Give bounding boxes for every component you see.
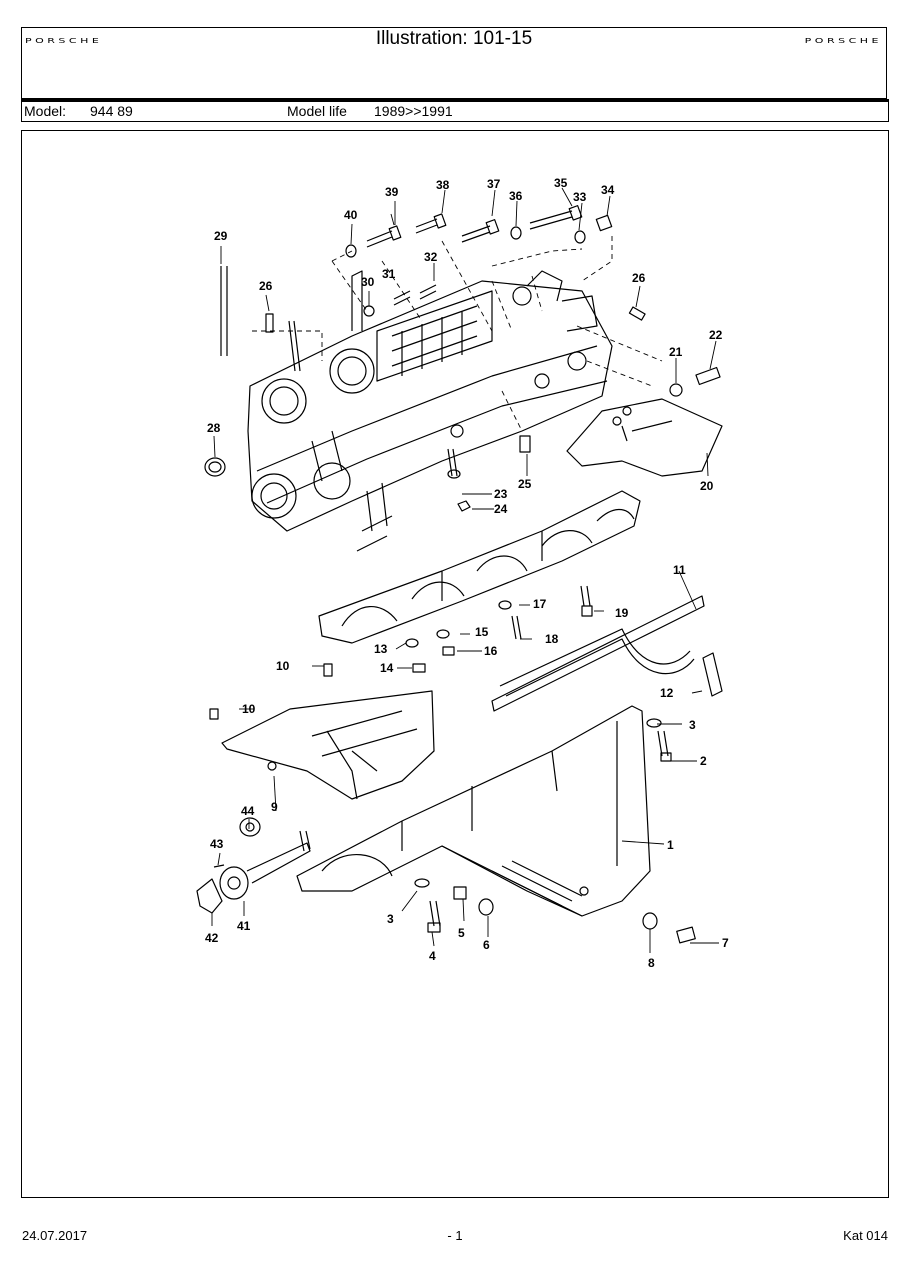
callout-13: 13	[374, 642, 388, 656]
footer-page-number: - 1	[447, 1228, 463, 1243]
top-bolt-set	[345, 205, 613, 317]
oil-pan-1-drawing	[296, 705, 651, 917]
callout-12: 12	[660, 686, 674, 700]
seal-28	[204, 457, 226, 477]
header-box: PORSCHE Illustration: 101-15 PORSCHE	[21, 27, 887, 99]
assembly-guide-lines	[252, 236, 663, 432]
callout-20: 20	[700, 479, 714, 493]
stud-upper	[288, 320, 301, 372]
callout-1: 1	[667, 838, 674, 852]
callout-23: 23	[494, 487, 508, 501]
illustration-frame: 1 2 3 3 4 5 6 7 8 9 10 10 11 12 13 14 15…	[21, 130, 889, 1198]
callout-3-upper: 3	[689, 718, 696, 732]
cylinder-head-drawing	[247, 270, 613, 552]
callout-25: 25	[518, 477, 532, 491]
footer-catalog: Kat 014	[843, 1228, 888, 1243]
bolt-4	[429, 900, 441, 927]
callout-6: 6	[483, 938, 490, 952]
callout-2: 2	[700, 754, 707, 768]
callout-17: 17	[533, 597, 547, 611]
callout-26-left: 26	[259, 279, 273, 293]
callout-40: 40	[344, 208, 358, 222]
callout-32: 32	[424, 250, 438, 264]
callout-26-right: 26	[632, 271, 646, 285]
drain-plug-7	[676, 926, 696, 944]
callout-39: 39	[385, 185, 399, 199]
model-value: 944 89	[90, 103, 133, 119]
bolt-2	[657, 730, 669, 757]
callout-41: 41	[237, 919, 251, 933]
dowel-26-right	[628, 306, 646, 321]
callout-35: 35	[554, 176, 568, 190]
callout-11: 11	[673, 563, 686, 577]
callout-7: 7	[722, 936, 729, 950]
callout-33: 33	[573, 190, 587, 204]
model-life-label: Model life	[287, 103, 347, 119]
gasket-11-drawing	[491, 595, 705, 712]
callout-31: 31	[382, 267, 396, 281]
illustration-title: Illustration: 101-15	[375, 28, 533, 49]
callout-19: 19	[615, 606, 629, 620]
washer-13	[405, 638, 419, 648]
washer-3-upper	[646, 718, 662, 728]
callout-15: 15	[475, 625, 489, 639]
exploded-parts-diagram: 1 2 3 3 4 5 6 7 8 9 10 10 11 12 13 14 15…	[196, 176, 729, 970]
leader-lines	[211, 187, 719, 953]
callout-38: 38	[436, 178, 450, 192]
stud-29	[220, 266, 228, 356]
washer-3-lower	[414, 878, 430, 888]
callout-8: 8	[648, 956, 655, 970]
callout-4: 4	[429, 949, 436, 963]
callout-16: 16	[484, 644, 498, 658]
callout-34: 34	[601, 183, 615, 197]
washer-15	[436, 629, 450, 639]
callout-21: 21	[669, 345, 683, 359]
seal-8	[642, 912, 658, 930]
callout-5: 5	[458, 926, 465, 940]
callout-30: 30	[361, 275, 375, 289]
callout-37: 37	[487, 177, 501, 191]
model-label: Model:	[24, 103, 67, 119]
porsche-logo-left: PORSCHE	[25, 37, 103, 45]
model-life-value: 1989>>1991	[374, 103, 453, 119]
callout-36: 36	[509, 189, 523, 203]
callout-43: 43	[210, 837, 224, 851]
model-bar: Model: 944 89 Model life 1989>>1991	[21, 102, 889, 122]
callout-10-upper: 10	[276, 659, 290, 673]
sealant-tube-12	[702, 652, 723, 697]
callout-14: 14	[380, 661, 394, 675]
porsche-logo-right: PORSCHE	[804, 37, 882, 45]
oil-pickup-drawing	[196, 817, 311, 914]
footer-date: 24.07.2017	[22, 1228, 88, 1243]
dowel-26-left	[265, 313, 274, 333]
nut-14	[412, 663, 426, 673]
bolt-19	[581, 605, 593, 617]
callout-24: 24	[494, 502, 508, 516]
washer-17	[498, 600, 512, 610]
bush-25	[519, 435, 531, 453]
seal-6	[478, 898, 494, 916]
callout-42: 42	[205, 931, 219, 945]
bracket-20-drawing	[566, 366, 723, 477]
nut-24	[457, 500, 471, 512]
callout-10-lower: 10	[242, 702, 256, 716]
plug-5	[453, 886, 467, 900]
bolt-18	[511, 615, 522, 640]
nut-16	[442, 646, 455, 656]
washer-23	[447, 469, 461, 479]
callout-29: 29	[214, 229, 228, 243]
header-divider	[21, 99, 889, 102]
callout-9: 9	[271, 800, 278, 814]
callout-22: 22	[709, 328, 723, 342]
callout-44: 44	[241, 804, 255, 818]
callout-3-lower: 3	[387, 912, 394, 926]
callout-28: 28	[207, 421, 221, 435]
callout-18: 18	[545, 632, 559, 646]
baffle-9-drawing	[209, 663, 435, 800]
bearing-bridge-drawing	[318, 490, 641, 644]
